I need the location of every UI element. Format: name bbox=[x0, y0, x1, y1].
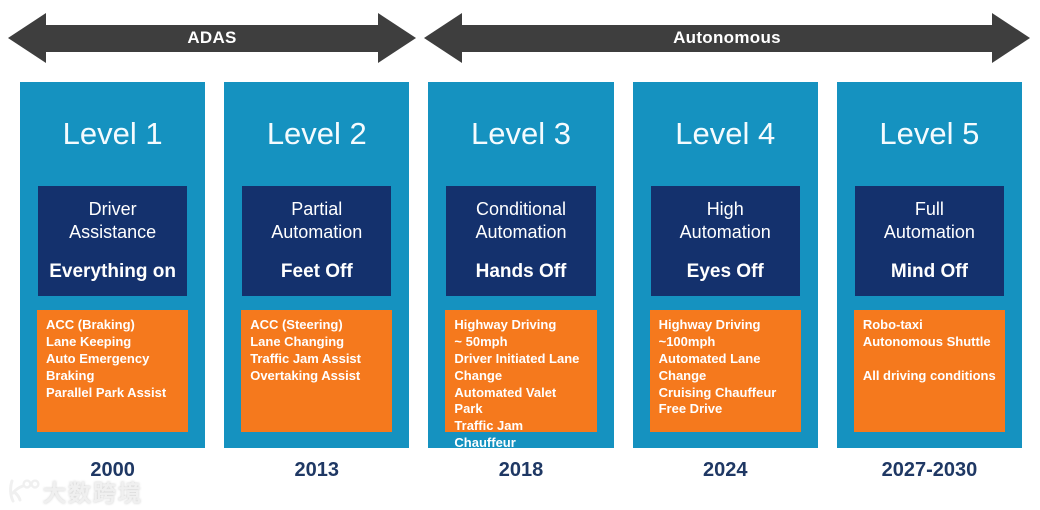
adas-range-arrow: ADAS bbox=[8, 13, 416, 63]
level-columns: Level 1 Driver Assistance Everything on … bbox=[20, 82, 1023, 450]
arrow-right-head-icon bbox=[378, 13, 416, 63]
year-label: 2013 bbox=[294, 459, 340, 481]
mode-label: Hands Off bbox=[475, 261, 567, 282]
category-label: Full Automation bbox=[883, 199, 975, 242]
level-category-box: Conditional Automation Hands Off bbox=[446, 186, 596, 296]
level-title: Level 5 bbox=[879, 116, 980, 151]
arrow-left-head-icon bbox=[424, 13, 462, 63]
timeline-years: 2000 2013 2018 2024 2027-2030 bbox=[20, 459, 1022, 482]
autonomous-arrow-bar: Autonomous bbox=[461, 24, 993, 52]
year-label: 2018 bbox=[498, 459, 544, 481]
level-2-column: Level 2 Partial Automation Feet Off ACC … bbox=[224, 82, 410, 448]
arrow-left-head-icon bbox=[8, 13, 46, 63]
level-category-box: Driver Assistance Everything on bbox=[38, 186, 188, 296]
level-3-column: Level 3 Conditional Automation Hands Off… bbox=[428, 82, 614, 450]
year-label: 2024 bbox=[702, 459, 748, 481]
level-4-column: Level 4 High Automation Eyes Off Highway… bbox=[632, 82, 818, 448]
mode-label: Mind Off bbox=[890, 261, 968, 282]
arrow-right-head-icon bbox=[992, 13, 1030, 63]
features-box: Robo-taxi Autonomous Shuttle All driving… bbox=[853, 310, 1006, 432]
mode-label: Eyes Off bbox=[686, 261, 764, 282]
mode-label: Feet Off bbox=[280, 261, 353, 282]
level-title: Level 2 bbox=[266, 116, 367, 151]
year-label: 2000 bbox=[90, 459, 135, 481]
features-box: ACC (Braking) Lane Keeping Auto Emergenc… bbox=[37, 310, 189, 432]
adas-arrow-bar: ADAS bbox=[45, 24, 379, 52]
level-category-box: High Automation Eyes Off bbox=[650, 186, 800, 296]
level-title: Level 4 bbox=[675, 116, 776, 151]
autonomous-label: Autonomous bbox=[673, 28, 781, 47]
features-box: ACC (Steering) Lane Changing Traffic Jam… bbox=[241, 310, 393, 432]
category-label: Driver Assistance bbox=[69, 199, 157, 242]
year-label: 2027-2030 bbox=[881, 459, 978, 481]
level-5-column: Level 5 Full Automation Mind Off Robo-ta… bbox=[836, 82, 1023, 448]
adas-label: ADAS bbox=[187, 28, 237, 47]
autonomous-range-arrow: Autonomous bbox=[424, 13, 1030, 63]
level-category-box: Partial Automation Feet Off bbox=[242, 186, 392, 296]
watermark-logo-icon bbox=[9, 479, 40, 503]
level-title: Level 3 bbox=[471, 116, 571, 151]
watermark-text: 大数跨境 bbox=[43, 480, 143, 506]
mode-label: Everything on bbox=[49, 261, 176, 282]
category-label: High Automation bbox=[679, 199, 771, 242]
category-label: Conditional Automation bbox=[475, 199, 567, 242]
level-title: Level 1 bbox=[62, 116, 163, 151]
features-box: Highway Driving ~100mph Automated Lane C… bbox=[649, 310, 801, 432]
level-category-box: Full Automation Mind Off bbox=[854, 186, 1005, 296]
features-box: Highway Driving ~ 50mph Driver Initiated… bbox=[445, 310, 597, 450]
category-label: Partial Automation bbox=[271, 199, 363, 242]
watermark: 大数跨境 bbox=[6, 474, 143, 508]
level-1-column: Level 1 Driver Assistance Everything on … bbox=[20, 82, 206, 448]
